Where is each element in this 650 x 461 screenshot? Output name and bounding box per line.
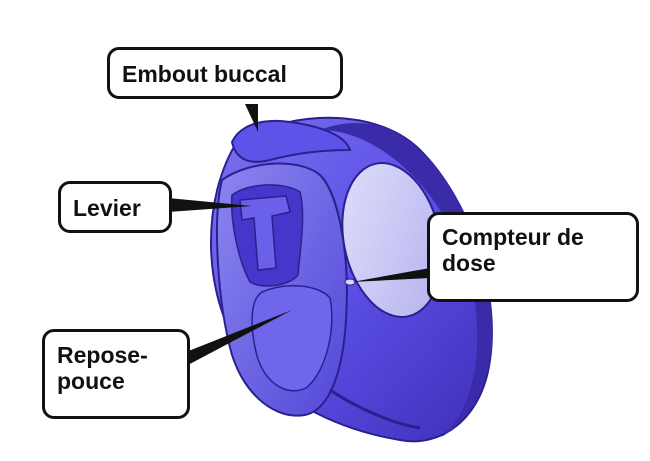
label-thumb-rest: Repose- pouce [42,329,190,419]
label-dose-counter-line2: dose [442,250,624,276]
label-mouthpiece-text: Embout buccal [122,61,328,87]
dose-counter-dot [345,279,355,285]
label-mouthpiece: Embout buccal [107,47,343,99]
label-dose-counter: Compteur de dose [427,212,639,302]
label-thumb-rest-line1: Repose- [57,342,175,368]
label-lever-text: Levier [73,195,157,221]
label-dose-counter-line1: Compteur de [442,224,624,250]
label-thumb-rest-line2: pouce [57,368,175,394]
label-lever: Levier [58,181,172,233]
